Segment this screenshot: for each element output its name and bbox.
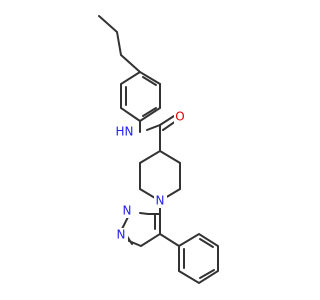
pyrimidine-nitrogen-upper-label: N [123, 204, 132, 218]
n-carbonyl-bond [146, 124, 161, 131]
amide-hydrogen-label: H [115, 125, 124, 139]
molecule-structure-diagram: N H O N N N [98, 15, 219, 285]
piperidine-nitrogen-label: N [156, 194, 165, 208]
atom-label-layer: N H O N N N [115, 110, 187, 242]
pyrimidine-nitrogen-lower-label: N [117, 228, 126, 242]
butylphenyl-ring [120, 70, 161, 123]
butyl-chain [98, 15, 141, 73]
phenyl-ring [178, 232, 219, 285]
amide-nitrogen-label: N [125, 125, 134, 139]
pyrimidine-phenyl-bond [159, 233, 180, 247]
bond-layer [98, 15, 219, 285]
carbonyl-oxygen-label: O [175, 110, 184, 124]
carbonyl-double-bond [159, 115, 177, 131]
